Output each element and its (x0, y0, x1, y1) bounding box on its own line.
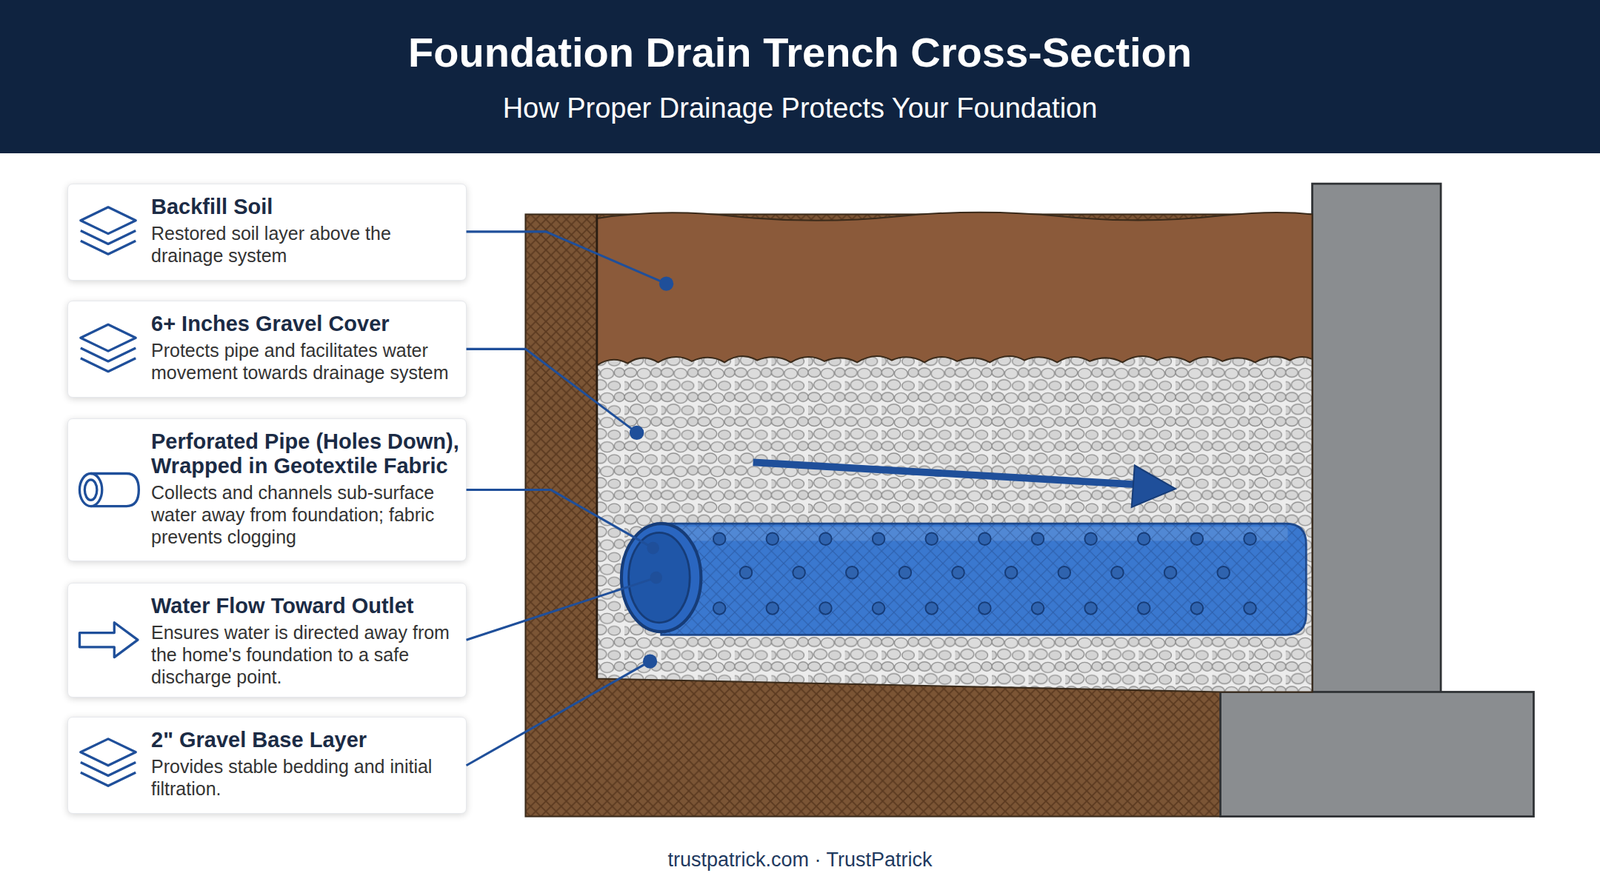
callout-card: Water Flow Toward OutletEnsures water is… (67, 582, 467, 698)
gravel-layer (597, 356, 1313, 693)
diagram-title: Foundation Drain Trench Cross-Section (0, 26, 1600, 79)
card-heading: 2" Gravel Base Layer (151, 728, 463, 753)
card-description: Collects and channels sub-surface water … (151, 481, 463, 549)
callout-card: 6+ Inches Gravel CoverProtects pipe and … (67, 300, 467, 398)
card-description: Protects pipe and facilitates water move… (151, 339, 463, 384)
card-heading: 6+ Inches Gravel Cover (151, 311, 463, 337)
card-heading: Water Flow Toward Outlet (151, 594, 463, 619)
foundation-wall (1312, 183, 1442, 695)
card-heading: Backfill Soil (151, 194, 463, 220)
card-description: Restored soil layer above the drainage s… (151, 222, 463, 267)
card-heading: Perforated Pipe (Holes Down), Wrapped in… (151, 429, 463, 479)
callout-card: Backfill SoilRestored soil layer above t… (67, 183, 467, 281)
footer-credit: trustpatrick.com · TrustPatrick (0, 847, 1600, 873)
leader-dots (629, 277, 674, 669)
header-band (0, 0, 1600, 154)
backfill-soil (597, 212, 1313, 368)
callout-card: Perforated Pipe (Holes Down), Wrapped in… (67, 418, 467, 562)
callout-card: 2" Gravel Base LayerProvides stable bedd… (67, 717, 467, 815)
footing (1220, 691, 1535, 817)
leader-lines (466, 231, 667, 766)
perforated-pipe (621, 523, 1306, 635)
native-soil (525, 214, 1312, 817)
subtitle: How Proper Drainage Protects Your Founda… (0, 90, 1600, 126)
card-description: Ensures water is directed away from the … (151, 621, 463, 689)
card-description: Provides stable bedding and initial filt… (151, 755, 463, 800)
flow-arrow (753, 462, 1141, 485)
card-icons (79, 207, 139, 786)
